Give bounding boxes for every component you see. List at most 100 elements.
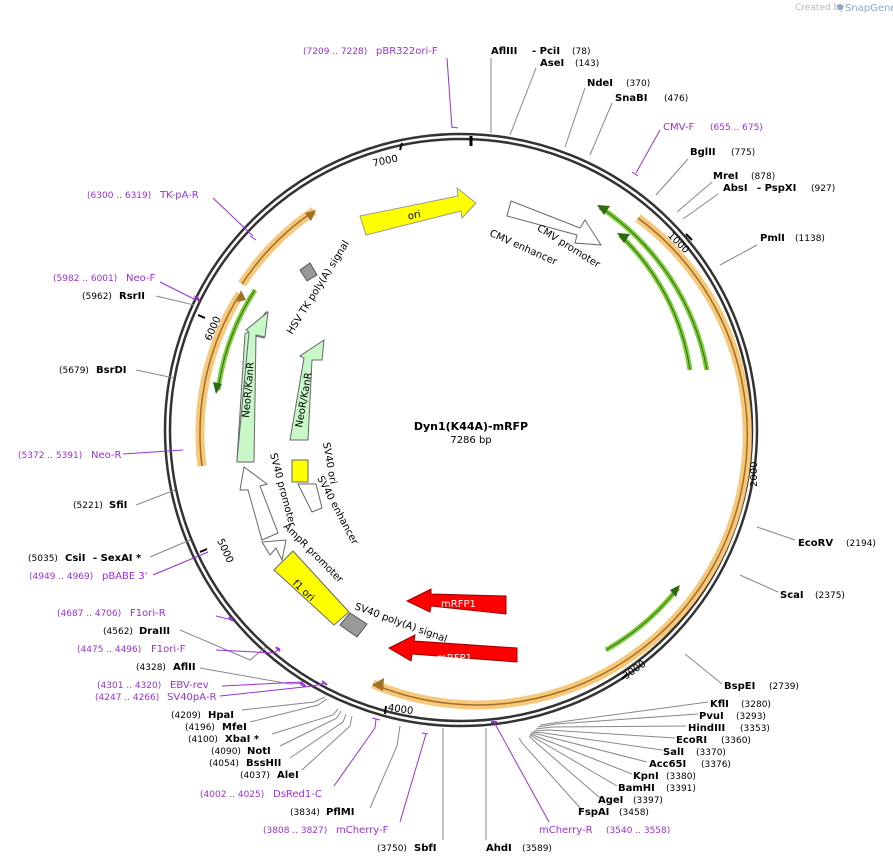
- enzyme-kfli[interactable]: KflI: [710, 699, 729, 710]
- enzyme-ahdi[interactable]: AhdI: [486, 843, 512, 854]
- neor-arrow-right-shape: [289, 338, 325, 441]
- enzyme-mfei-pos: (4196): [185, 723, 215, 733]
- primer-tk-pa-r[interactable]: TK-pA-R: [159, 190, 199, 201]
- green-arrow-inner-line: [619, 234, 691, 371]
- enzyme-sfii[interactable]: SfiI: [109, 500, 127, 511]
- neor-arrow-left-shape: [236, 310, 269, 463]
- enzyme-ndei[interactable]: NdeI: [587, 78, 613, 89]
- enzyme-afliii[interactable]: AflIII: [491, 46, 517, 57]
- enzyme-pvui-pos: (3293): [736, 712, 766, 722]
- hsv-tk-terminator: [299, 262, 318, 282]
- enzyme-csii[interactable]: CsiI: [65, 553, 85, 564]
- orange-arrow-head-right: [372, 678, 384, 691]
- enzyme-draiii-pos: (4562): [103, 627, 133, 637]
- tick-3000: [621, 673, 628, 680]
- enzyme-ecori-pos: (3360): [721, 736, 751, 746]
- enzyme-pspxi[interactable]: - PspXI: [757, 183, 796, 194]
- credit-brand: SnapGene: [845, 3, 893, 14]
- enzyme-pmli[interactable]: PmlI: [760, 233, 785, 244]
- enzyme-bspei[interactable]: BspEI: [724, 681, 755, 692]
- enzyme-sbfi[interactable]: SbfI: [414, 843, 436, 854]
- ori-label: ori: [407, 209, 422, 222]
- enzyme-bsrdi[interactable]: BsrDI: [96, 365, 127, 376]
- enzyme-bamhi[interactable]: BamHI: [618, 783, 655, 794]
- enzyme-xbai[interactable]: XbaI *: [225, 734, 260, 745]
- enzyme-bsrdi-pos: (5679): [59, 366, 89, 376]
- enzyme-hpai[interactable]: HpaI: [208, 710, 234, 721]
- enzyme-mfei[interactable]: MfeI: [222, 722, 247, 733]
- enzyme-snabi[interactable]: SnaBI: [615, 93, 647, 104]
- primer-mcherry-f[interactable]: mCherry-F: [336, 825, 389, 836]
- enzyme-acc65i[interactable]: Acc65I: [649, 759, 686, 770]
- enzyme-hindiii-pos: (3353): [740, 724, 770, 734]
- primer-pbabe3[interactable]: pBABE 3': [102, 571, 148, 582]
- enzyme-pcii[interactable]: - PciI: [532, 46, 560, 57]
- enzyme-aflii[interactable]: AflII: [173, 662, 196, 673]
- primer-pbr322ori-f[interactable]: pBR322ori-F: [376, 46, 438, 57]
- enzyme-mrei[interactable]: MreI: [713, 171, 738, 182]
- sv40-enhancer-arrow: [297, 483, 323, 513]
- plasmid-length: 7286 bp: [450, 435, 491, 446]
- tick-5000: [199, 548, 208, 553]
- enzyme-sexai[interactable]: - SexAI *: [93, 553, 142, 564]
- tick-label-2000: 2000: [749, 462, 760, 487]
- enzyme-csii-pos: (5035): [28, 554, 58, 564]
- enzyme-rsrii[interactable]: RsrII: [119, 291, 145, 302]
- orange-bands: [195, 207, 752, 710]
- enzyme-bsshii[interactable]: BssHII: [246, 758, 281, 769]
- primer-neo-r-pos: (5372 .. 5391): [18, 451, 82, 461]
- green-arrow-outer-line: [599, 206, 708, 371]
- enzyme-absi-pos: (927): [811, 184, 835, 194]
- enzyme-scai-pos: (2375): [815, 591, 845, 601]
- enzyme-ecori[interactable]: EcoRI: [676, 735, 707, 746]
- enzyme-sfii-pos: (5221): [73, 501, 103, 511]
- primer-mcherry-r[interactable]: mCherry-R: [539, 825, 593, 836]
- tick-7000: [399, 142, 403, 151]
- enzyme-pflmi[interactable]: PflMI: [326, 807, 354, 818]
- enzyme-kpni[interactable]: KpnI: [633, 771, 659, 782]
- primer-neo-f[interactable]: Neo-F: [126, 273, 156, 284]
- enzyme-draiii[interactable]: DraIII: [139, 626, 170, 637]
- primer-labels: (7209 .. 7228) pBR322ori-F CMV-F (655 ..…: [18, 46, 763, 836]
- enzyme-ecorv[interactable]: EcoRV: [798, 538, 833, 549]
- primer-ebv-rev[interactable]: EBV-rev: [170, 680, 209, 691]
- enzyme-agei-pos: (3397): [633, 796, 663, 806]
- primer-f1ori-f[interactable]: F1ori-F: [151, 644, 186, 655]
- sv40-polya-label: SV40 poly(A) signal: [353, 601, 449, 645]
- primer-mcherry-r-pos: (3540 .. 3558): [606, 826, 670, 836]
- enzyme-kpni-pos: (3380): [666, 772, 696, 782]
- enzyme-absi[interactable]: AbsI: [723, 183, 748, 194]
- primer-cmv-f-pos: (655 .. 675): [710, 123, 763, 133]
- enzyme-bglii[interactable]: BglII: [690, 147, 716, 158]
- enzyme-alei[interactable]: AleI: [277, 770, 299, 781]
- enzyme-bspei-pos: (2739): [769, 682, 799, 692]
- enzyme-fspai[interactable]: FspAI: [578, 807, 609, 818]
- tick-label-5000: 5000: [214, 537, 235, 565]
- enzyme-afliii-pos: (78): [572, 47, 590, 57]
- tick-4000: [384, 705, 387, 715]
- enzyme-hindiii[interactable]: HindIII: [688, 723, 725, 734]
- enzyme-asei-pos: (143): [575, 59, 599, 69]
- primer-f1ori-r-pos: (4687 .. 4706): [57, 609, 121, 619]
- snapgene-logo-icon: [837, 4, 843, 10]
- primer-neo-r[interactable]: Neo-R: [91, 450, 122, 461]
- primer-sv40pa-r[interactable]: SV40pA-R: [167, 692, 216, 703]
- enzyme-asei[interactable]: AseI: [540, 58, 564, 69]
- enzyme-scai[interactable]: ScaI: [780, 590, 804, 601]
- primer-cmv-f[interactable]: CMV-F: [663, 122, 694, 133]
- green-arrow-outer-head: [597, 205, 610, 215]
- primer-site-marks: [196, 295, 497, 723]
- enzyme-noti[interactable]: NotI: [247, 746, 271, 757]
- tick-label-7000: 7000: [372, 154, 399, 170]
- enzyme-acc65i-pos: (3376): [701, 760, 731, 770]
- sv40-ori-box: [291, 459, 309, 483]
- enzyme-pvui[interactable]: PvuI: [699, 711, 724, 722]
- enzyme-sali-pos: (3370): [696, 748, 726, 758]
- mrfp1-arrow-lower: [387, 634, 518, 663]
- primer-f1ori-r[interactable]: F1ori-R: [130, 608, 166, 619]
- enzyme-fspai-pos: (3458): [619, 808, 649, 818]
- enzyme-sali[interactable]: SalI: [663, 747, 684, 758]
- primer-dsred1-c[interactable]: DsRed1-C: [273, 789, 322, 800]
- enzyme-agei[interactable]: AgeI: [598, 795, 623, 806]
